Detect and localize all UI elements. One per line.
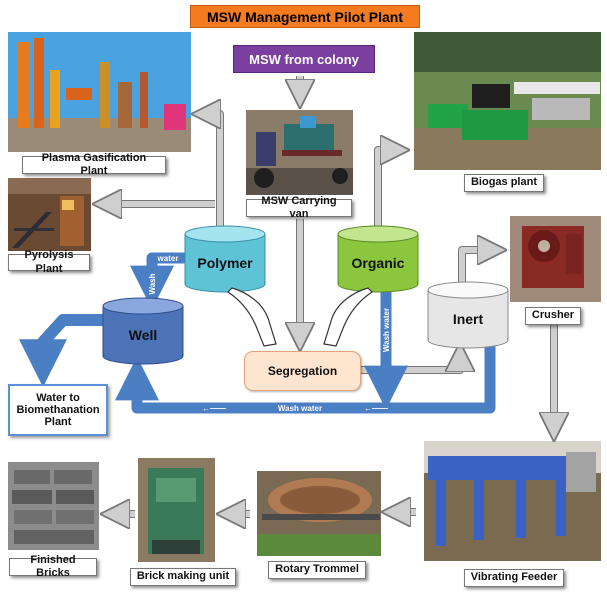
well-tank-label: Well — [129, 327, 158, 343]
flow-label-wash-water-bottom: Wash water — [278, 404, 322, 413]
well-tank — [102, 297, 184, 365]
diagram-title: MSW Management Pilot Plant — [190, 5, 420, 28]
arrow-organic-to-biogas — [375, 150, 398, 226]
inert-tank-label: Inert — [453, 311, 484, 327]
brick-making-unit-label: Brick making unit — [130, 568, 236, 586]
plasma-gasification-photo — [8, 32, 191, 152]
hands-illustration — [227, 287, 373, 347]
crusher-label: Crusher — [525, 307, 581, 325]
flow-label-arrow-left-2: ←—— — [364, 404, 388, 413]
brick-making-unit-photo — [138, 458, 215, 562]
gray-arrows — [104, 76, 554, 514]
biogas-label: Biogas plant — [464, 174, 544, 192]
pipe-polymer-wash-to-well — [130, 252, 186, 310]
flow-label-arrow-left-1: ←—— — [202, 404, 226, 413]
water-to-biomethanation-box: Water to Biomethanation Plant — [8, 384, 108, 436]
pipe-wash-water-return — [115, 346, 496, 414]
polymer-tank — [184, 225, 266, 293]
flow-label-wash-water-vertical: Wash water — [382, 308, 391, 352]
vibrating-feeder-photo — [424, 441, 601, 561]
arrow-inert-to-crusher — [459, 250, 495, 287]
finished-bricks-label: Finished Bricks — [9, 554, 97, 579]
water-pipes — [19, 252, 496, 414]
flow-label-water: water — [157, 254, 179, 263]
vibrating-feeder-label: Vibrating Feeder — [464, 569, 564, 587]
arrow-segregation-to-inert — [360, 354, 460, 373]
arrow-polymer-to-plasma — [203, 114, 223, 230]
organic-tank-label: Organic — [352, 255, 405, 271]
plasma-gasification-label: Plasma Gasification Plant — [22, 152, 166, 177]
polymer-tank-label: Polymer — [197, 255, 253, 271]
rotary-trommel-photo — [257, 471, 381, 556]
biogas-plant-photo — [414, 32, 601, 170]
organic-tank — [337, 225, 419, 293]
left-hand — [227, 287, 277, 347]
pipe-well-to-biomethanation — [19, 314, 103, 388]
right-hand — [323, 287, 373, 347]
pyrolysis-label: Pyrolysis Plant — [8, 249, 90, 275]
pyrolysis-photo — [8, 178, 91, 251]
rotary-trommel-label: Rotary Trommel — [268, 561, 366, 579]
segregation-box: Segregation — [244, 351, 361, 391]
carrying-van-label: MSW Carrying van — [246, 195, 352, 220]
msw-carrying-van-photo — [246, 110, 353, 195]
finished-bricks-photo — [8, 462, 99, 550]
source-box: MSW from colony — [233, 45, 375, 73]
crusher-photo — [510, 216, 601, 302]
flow-label-wash: Wash — [148, 273, 157, 294]
inert-tank — [427, 281, 509, 349]
